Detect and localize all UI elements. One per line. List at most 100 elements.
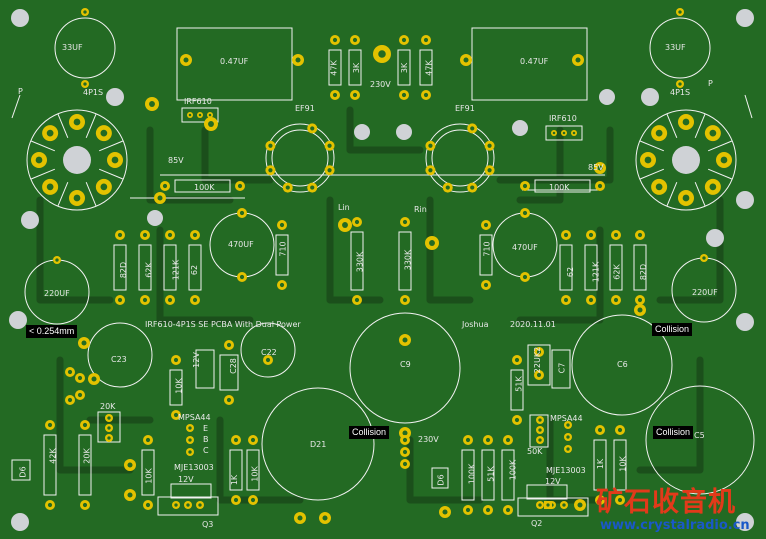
pad-hole (655, 129, 663, 137)
capacitor-33uf-outline (54, 17, 116, 79)
pad-hole (465, 507, 471, 513)
socket-divider (694, 181, 706, 207)
watermark-brand: 矿石收音机 (596, 487, 736, 518)
label-33uf-left: 33UF (62, 43, 83, 52)
pad-hole (310, 185, 315, 190)
pad-hole (709, 129, 717, 137)
mounting-hole (11, 9, 29, 27)
label-p-left: P (18, 87, 23, 96)
socket-divider (98, 168, 124, 180)
resistor-10k-outline (141, 449, 155, 496)
pad-hole (100, 129, 108, 137)
label-4p1s-right: 4P1S (670, 88, 691, 97)
resistor-710-outline (275, 234, 289, 276)
resistor-42k-outline (43, 434, 57, 496)
pad-hole (378, 50, 386, 58)
pad-hole (428, 143, 433, 148)
pad-hole (327, 143, 332, 148)
resistor-330k-outline (398, 231, 412, 291)
pad-hole (566, 435, 570, 439)
resistor-100k-outline (534, 179, 591, 193)
label-mpsa44-left: MPSA44 (178, 413, 211, 422)
pad-hole (239, 210, 245, 216)
label-d21: D21 (310, 440, 327, 449)
pad-hole (352, 92, 358, 98)
resistor-outline (559, 244, 573, 291)
label-date: 2020.11.01 (510, 320, 556, 329)
pad-hole (505, 507, 511, 513)
pad-hole (226, 397, 232, 403)
pad-hole (402, 297, 408, 303)
pad-hole (117, 232, 123, 238)
pad-hole (429, 240, 435, 246)
pad-hole (465, 437, 471, 443)
pad-hole (445, 185, 450, 190)
label-c7: C7 (557, 362, 567, 374)
resistor-22uk2-outline (527, 344, 551, 386)
pad-hole (127, 492, 133, 498)
capacitor-33uf-outline (649, 17, 711, 79)
irf610-footprint (181, 107, 219, 123)
label-c28: C28 (228, 358, 238, 374)
pad-hole (702, 256, 706, 260)
resistor-20k-outline (78, 434, 92, 496)
pad-hole (514, 357, 520, 363)
pad-hole (285, 185, 290, 190)
pad-hole (588, 297, 594, 303)
pad-hole (522, 274, 528, 280)
pad-hole (617, 427, 623, 433)
pad-hole (208, 121, 214, 127)
tube-socket-outline (26, 109, 128, 211)
label-ebc-b: B (203, 435, 209, 444)
pad-hole (82, 422, 88, 428)
pad-hole (174, 503, 178, 507)
label-rin: Rin (414, 205, 427, 214)
label-r-47k-a: 47K (329, 60, 339, 76)
pad-hole (67, 369, 73, 375)
label-d6-left: D6 (18, 466, 28, 478)
pad-hole (279, 282, 285, 288)
socket-center-hole (672, 146, 700, 174)
label-c23: C23 (111, 355, 127, 364)
label-62k-left: 62K (144, 262, 154, 278)
pad-hole (470, 185, 475, 190)
pad-hole (332, 37, 338, 43)
pad-hole (538, 418, 542, 422)
pad-hole (100, 183, 108, 191)
label-ebc-e: E (203, 424, 209, 433)
capacitor-c7-outline (551, 349, 571, 389)
pad-hole (107, 436, 111, 440)
pad-hole (47, 422, 53, 428)
pad-hole (505, 437, 511, 443)
pad-hole (522, 210, 528, 216)
mounting-hole (396, 124, 412, 140)
socket-divider (57, 113, 69, 139)
label-82d-left: 82D (119, 261, 129, 279)
pad-hole (354, 219, 360, 225)
label-220uf-right: 220UF (692, 288, 718, 297)
label-c5: C5 (694, 431, 705, 440)
resistor-47k-outline (419, 49, 433, 86)
pad-hole (157, 195, 163, 201)
socket-divider (30, 140, 56, 152)
pad-hole (83, 10, 87, 14)
pad-hole (162, 183, 168, 189)
resistor-outline (113, 244, 127, 291)
pad-hole (192, 297, 198, 303)
pad-hole (237, 183, 243, 189)
pad-hole (678, 10, 682, 14)
resistor-10k-outline (613, 439, 627, 491)
socket-divider (666, 113, 678, 139)
label-board-title: IRF610-4P1S SE PCBA With Dual Power (145, 320, 301, 329)
q3-outline (157, 496, 219, 516)
resistor-3k-outline (397, 49, 411, 86)
pad-hole (402, 437, 408, 443)
pad-hole (250, 497, 256, 503)
pad-hole (566, 447, 570, 451)
label-cap-047-left: 0.47UF (220, 57, 249, 66)
mounting-hole (641, 88, 659, 106)
pad-hole (483, 222, 489, 228)
label-12v-c: 12V (545, 477, 561, 486)
pad-hole (268, 168, 273, 173)
label-r-47k-b: 47K (424, 60, 434, 76)
